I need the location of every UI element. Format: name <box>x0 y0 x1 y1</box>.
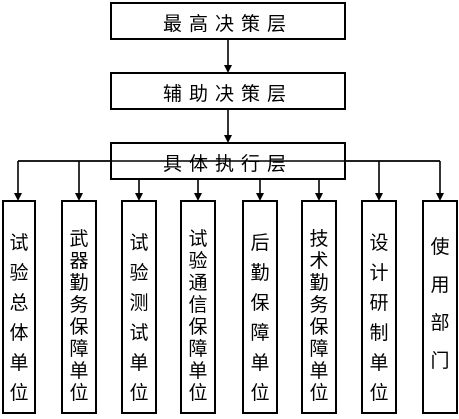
arrow-head-unit-4 <box>194 193 202 201</box>
unit-label-8: 使用部门 <box>430 236 450 372</box>
unit-box-1 <box>2 200 36 414</box>
level-label-exec: 具体执行层 <box>162 153 293 175</box>
unit-box-5 <box>242 200 278 414</box>
unit-label-2: 武器勤务保障单位 <box>69 228 89 404</box>
unit-box-6 <box>301 200 337 414</box>
unit-label-1: 试验总体单位 <box>9 232 29 404</box>
arrow-head-exec <box>224 135 232 143</box>
arrow-head-assist <box>224 65 232 73</box>
level-label-top: 最高决策层 <box>162 13 293 35</box>
unit-label-6: 技术勤务保障单位 <box>309 228 329 404</box>
level-box-top <box>110 2 346 40</box>
unit-label-7: 设计研制单位 <box>369 232 389 404</box>
unit-box-8 <box>422 200 458 414</box>
arrow-head-unit-6 <box>315 193 323 201</box>
arrow-head-unit-7 <box>375 193 383 201</box>
level-label-assist: 辅助决策层 <box>162 83 293 105</box>
unit-box-7 <box>361 200 397 414</box>
arrow-head-unit-8 <box>436 193 444 201</box>
unit-label-5: 后勤保障单位 <box>250 232 270 404</box>
arrow-head-unit-3 <box>135 193 143 201</box>
arrow-head-unit-5 <box>256 193 264 201</box>
unit-arrows <box>14 161 444 201</box>
unit-label-3: 试验测试单位 <box>129 232 149 404</box>
arrow-head-unit-2 <box>75 193 83 201</box>
unit-label-4: 试验通信保障单位 <box>188 228 208 404</box>
unit-box-3 <box>121 200 157 414</box>
level-box-assist <box>110 72 346 110</box>
arrow-head-unit-1 <box>14 193 22 201</box>
unit-box-4 <box>180 200 216 414</box>
unit-box-2 <box>61 200 97 414</box>
